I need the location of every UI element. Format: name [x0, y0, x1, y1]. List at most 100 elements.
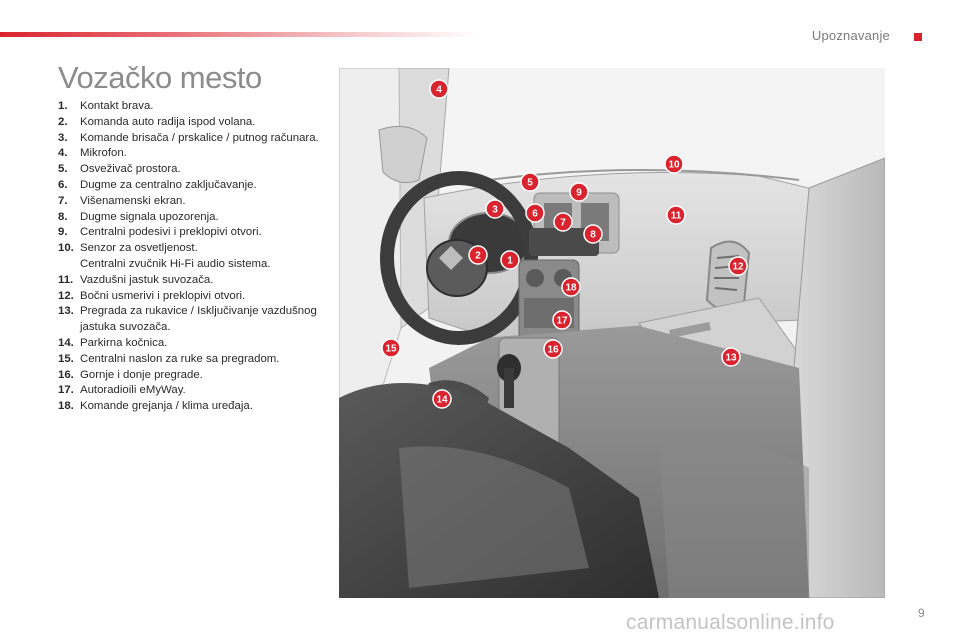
legend-text: Autoradioili eMyWay. — [80, 384, 186, 397]
legend-text-line: Centralni zvučnik Hi-Fi audio sistema. — [80, 257, 271, 270]
section-title: Upoznavanje — [811, 28, 890, 43]
legend-text: Dugme signala upozorenja. — [80, 210, 219, 223]
svg-text:4: 4 — [436, 85, 442, 96]
legend-item: 1. Kontakt brava. — [58, 99, 338, 115]
legend-number: 2. — [58, 115, 68, 128]
legend-item: 7. Višenamenski ekran. — [58, 194, 338, 210]
legend-number: 4. — [58, 147, 68, 160]
header-accent-bar — [0, 32, 480, 37]
svg-text:12: 12 — [732, 262, 744, 273]
svg-text:5: 5 — [527, 178, 533, 189]
callout-7: 7 — [553, 212, 573, 232]
legend-number: 1. — [58, 100, 68, 112]
legend-item: 17. Autoradioili eMyWay. — [58, 383, 338, 399]
knob-left — [526, 269, 544, 287]
page-title: Vozačko mesto — [58, 60, 262, 95]
svg-text:3: 3 — [492, 205, 498, 216]
callout-12: 12 — [728, 256, 748, 276]
callout-13: 13 — [721, 347, 741, 367]
legend-text: Dugme za centralno zaključavanje. — [80, 178, 257, 191]
legend-item: 14. Parkirna kočnica. — [58, 336, 338, 352]
legend-text: Senzor za osvetljenost. Centralni zvučnik… — [80, 241, 338, 273]
legend-text-line: Senzor za osvetljenost. — [80, 242, 198, 255]
legend-number: 7. — [58, 194, 68, 207]
legend-text: Osveživač prostora. — [80, 163, 181, 176]
legend-number: 9. — [58, 226, 68, 239]
callout-15: 15 — [381, 338, 401, 358]
legend-text: Mikrofon. — [80, 147, 127, 160]
legend-text: Višenamenski ekran. — [80, 194, 186, 207]
svg-text:10: 10 — [668, 160, 680, 171]
legend-item: 16. Gornje i donje pregrade. — [58, 368, 338, 384]
legend-text: Komande grejanja / klima uređaja. — [80, 400, 253, 413]
callout-6: 6 — [525, 203, 545, 223]
brand-logo — [439, 246, 463, 270]
legend-number: 3. — [58, 131, 68, 144]
legend-text: Gornje i donje pregrade. — [80, 368, 203, 381]
legend-number: 14. — [58, 336, 74, 349]
door-right — [793, 157, 885, 598]
legend-text: Vazdušni jastuk suvozača. — [80, 273, 214, 286]
side-mirror — [378, 125, 428, 184]
section-marker — [914, 33, 922, 41]
svg-text:8: 8 — [590, 230, 596, 241]
cockpit-illustration: 4 10 5 9 3 6 7 11 8 2 1 12 18 17 15 16 1… — [339, 68, 885, 598]
callout-11: 11 — [666, 205, 686, 225]
legend-item: 2. Komanda auto radija ispod volana. — [58, 115, 338, 131]
legend-text: Komande brisača / prskalice / putnog rač… — [80, 131, 319, 144]
legend-item: 6.Dugme za centralno zaključavanje. — [58, 178, 338, 194]
svg-text:11: 11 — [671, 211, 682, 222]
legend-text: Kontakt brava. — [80, 100, 154, 112]
callout-18: 18 — [561, 277, 581, 297]
side-vent-slats — [714, 255, 740, 291]
callout-1: 1 — [500, 250, 520, 270]
legend-number: 16. — [58, 368, 74, 381]
legend-item: 10. Senzor za osvetljenost. Centralni zvuč… — [58, 241, 338, 273]
svg-text:2: 2 — [475, 251, 481, 262]
seat-cushion — [399, 446, 589, 588]
gear-stick — [504, 368, 514, 408]
svg-text:1: 1 — [507, 256, 513, 267]
legend-number: 5. — [58, 163, 68, 176]
callout-4: 4 — [429, 79, 449, 99]
cockpit-drawing: 4 10 5 9 3 6 7 11 8 2 1 12 18 17 15 16 1… — [339, 68, 885, 598]
legend-number: 10. — [58, 242, 74, 255]
legend-number: 12. — [58, 289, 74, 302]
callout-10: 10 — [664, 154, 684, 174]
legend-number: 8. — [58, 210, 68, 223]
svg-text:13: 13 — [725, 353, 737, 364]
svg-text:17: 17 — [556, 316, 568, 327]
callout-16: 16 — [543, 339, 563, 359]
steering-wheel — [380, 171, 538, 345]
svg-text:14: 14 — [436, 395, 448, 406]
callout-8: 8 — [583, 224, 603, 244]
legend-number: 11. — [58, 273, 74, 286]
callout-5: 5 — [520, 172, 540, 192]
legend-item: 5. Osveživač prostora. — [58, 162, 338, 178]
svg-text:16: 16 — [547, 345, 559, 356]
watermark: carmanualsonline.info — [626, 611, 835, 634]
legend-item: 11. Vazdušni jastuk suvozača. — [58, 273, 338, 289]
legend-item: 9.Centralni podesivi i preklopivi otvori… — [58, 225, 338, 241]
legend-text: Parkirna kočnica. — [80, 336, 168, 349]
svg-text:18: 18 — [565, 283, 577, 294]
legend-text: Bočni usmerivi i preklopivi otvori. — [80, 289, 246, 302]
legend-number: 17. — [58, 384, 74, 397]
legend-item: 12. Bočni usmerivi i preklopivi otvori. — [58, 289, 338, 305]
windshield-area — [339, 68, 885, 238]
legend-item: 13. Pregrada za rukavice / Isključivanje … — [58, 304, 338, 336]
page-number: 9 — [918, 606, 925, 620]
svg-text:7: 7 — [560, 218, 566, 229]
legend-text: Centralni naslon za ruke sa pregradom. — [80, 352, 280, 365]
legend-text: Komanda auto radija ispod volana. — [80, 115, 256, 128]
callout-9: 9 — [569, 182, 589, 202]
legend-item: 18.Komande grejanja / klima uređaja. — [58, 399, 338, 415]
legend-number: 13. — [58, 305, 74, 318]
passenger-floor — [659, 441, 809, 598]
legend-item: 3. Komande brisača / prskalice / putnog r… — [58, 131, 338, 147]
legend-item: 8. Dugme signala upozorenja. — [58, 210, 338, 226]
callout-3: 3 — [485, 199, 505, 219]
svg-text:6: 6 — [532, 209, 538, 220]
svg-text:9: 9 — [576, 188, 582, 199]
legend-text: Pregrada za rukavice / Isključivanje vaz… — [80, 305, 317, 334]
